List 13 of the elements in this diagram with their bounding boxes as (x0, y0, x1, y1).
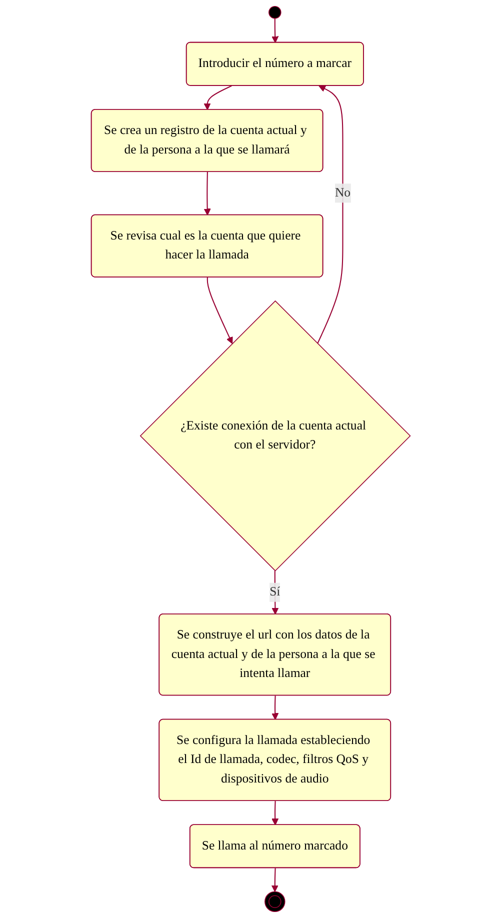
arrow (272, 18, 279, 44)
arrow (272, 696, 279, 720)
arrow (204, 172, 212, 216)
node-circle (268, 6, 282, 19)
arrow (204, 85, 232, 110)
arrow (272, 801, 279, 826)
arrow (207, 277, 234, 344)
edge-label: Sí (270, 585, 280, 599)
node-diamond: ¿Existe conexión de la cuenta actual con el servidor? (140, 300, 412, 572)
node-bullseye (264, 891, 286, 912)
arrow (317, 85, 344, 344)
arrow (272, 868, 279, 892)
edge-label: No (335, 186, 351, 200)
